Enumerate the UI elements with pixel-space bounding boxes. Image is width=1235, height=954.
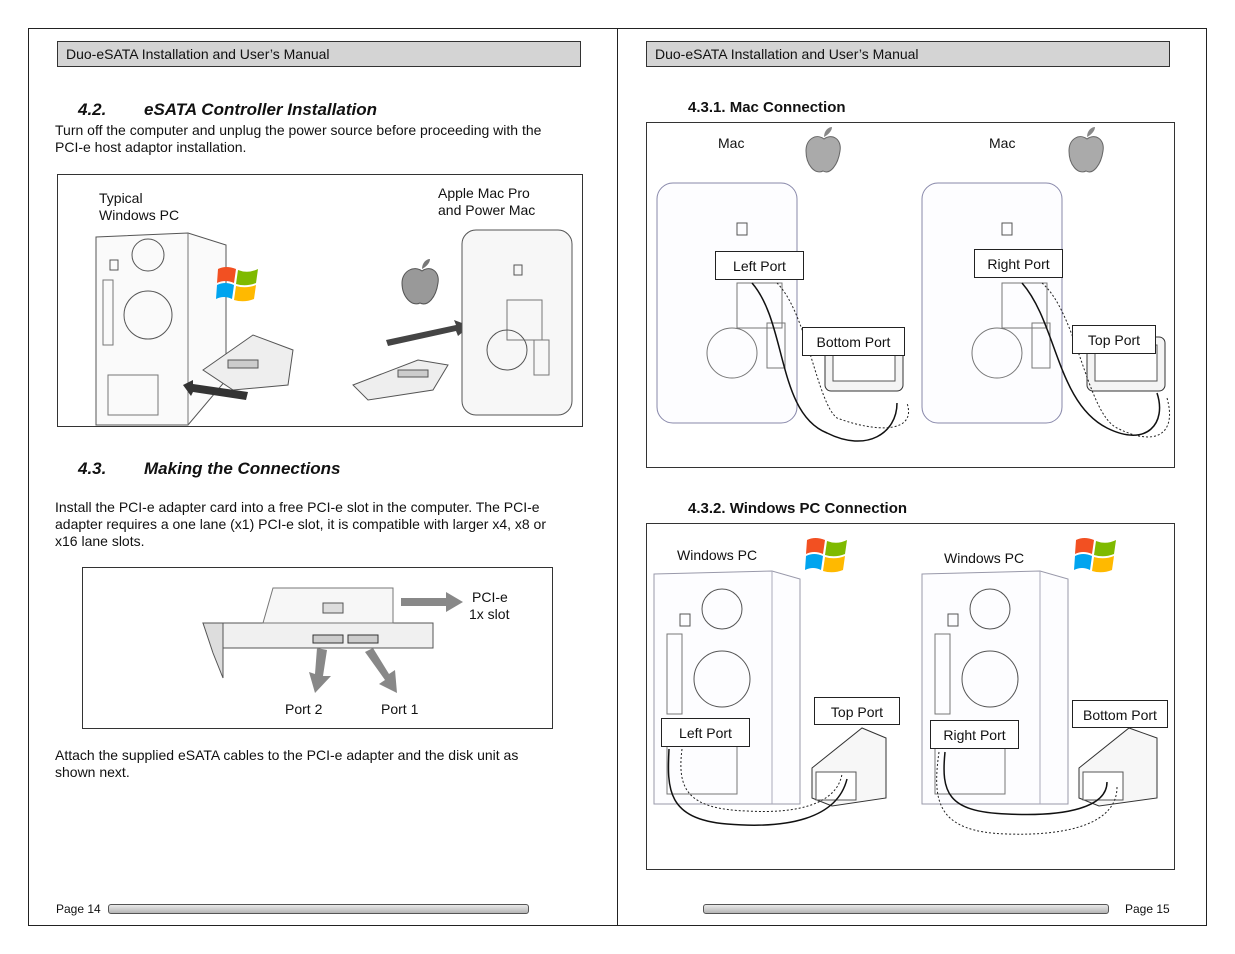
right-page-number: Page 15 (1125, 902, 1170, 916)
windows-pc-label-1: Windows PC (677, 547, 758, 563)
section-4-3-title: Making the Connections (144, 459, 341, 478)
arrow-icon (365, 648, 397, 693)
attach-text-line1: Attach the supplied eSATA cables to the … (55, 747, 519, 763)
bottom-port-label: Bottom Port (1072, 700, 1168, 728)
pcie-card-ports-illustration (202, 587, 434, 679)
pcie-slot-label-line2: 1x slot (469, 606, 510, 622)
apple-logo-icon (805, 127, 841, 173)
mac-connection-title: 4.3.1. Mac Connection (688, 99, 846, 116)
right-port-label: Right Port (930, 720, 1019, 749)
arrow-icon (183, 380, 248, 400)
arrow-icon (386, 320, 470, 346)
windows-pc-label-line1: Typical (99, 190, 143, 206)
left-port-label: Left Port (715, 251, 804, 280)
esata-cables-mac-1 (751, 282, 910, 442)
esata-disk-unit-3 (811, 727, 887, 807)
apple-logo-icon (1068, 127, 1104, 173)
left-footer-bar (108, 904, 529, 914)
section-4-3-text-line1: Install the PCI-e adapter card into a fr… (55, 499, 540, 515)
controller-install-figure: Typical Windows PC Apple Mac Pro and Pow… (57, 174, 583, 427)
left-page-header: Duo-eSATA Installation and User’s Manual (57, 41, 581, 67)
pcie-card-illustration (202, 334, 294, 391)
page-divider (617, 28, 618, 926)
bottom-port-label: Bottom Port (802, 327, 905, 356)
pcie-card-mac-illustration (352, 359, 449, 401)
mac-pro-tower-illustration (461, 229, 573, 416)
section-4-2-text-line2: PCI-e host adaptor installation. (55, 139, 247, 155)
windows-connection-title: 4.3.2. Windows PC Connection (688, 500, 908, 517)
windows-pc-tower-illustration (95, 232, 227, 426)
top-port-label: Top Port (814, 697, 900, 725)
right-port-label: Right Port (974, 249, 1063, 278)
top-port-label: Top Port (1072, 325, 1156, 354)
right-footer-bar (703, 904, 1109, 914)
mac-tower-illustration-2 (921, 182, 1063, 424)
section-4-2-number: 4.2. (78, 100, 107, 119)
section-4-3-text-line2: adapter requires a one lane (x1) PCI-e s… (55, 516, 547, 532)
port-1-label: Port 1 (381, 701, 419, 717)
left-page-number: Page 14 (56, 902, 101, 916)
esata-cables-windows-1 (667, 748, 848, 826)
pcie-card-figure: PCI-e 1x slot Port 2 Port 1 (82, 567, 553, 729)
attach-text-line2: shown next. (55, 764, 130, 780)
port-2-label: Port 2 (285, 701, 323, 717)
left-port-label: Left Port (661, 718, 750, 747)
mac-tower-illustration-1 (656, 182, 798, 424)
mac-label-1: Mac (718, 135, 745, 151)
section-4-3-text-line3: x16 lane slots. (55, 533, 145, 549)
windows-logo-icon (1074, 538, 1116, 573)
mac-label-2: Mac (989, 135, 1016, 151)
arrow-icon (309, 648, 331, 693)
mac-pro-label-line2: and Power Mac (438, 202, 536, 218)
mac-connection-figure: Mac Mac Left Port Bottom Port (646, 122, 1175, 468)
apple-logo-icon (401, 259, 439, 305)
windows-pc-label-2: Windows PC (944, 550, 1025, 566)
pcie-slot-label-line1: PCI-e (472, 589, 508, 605)
section-4-2-text-line1: Turn off the computer and unplug the pow… (55, 122, 542, 138)
windows-pc-label-line2: Windows PC (99, 207, 180, 223)
arrow-icon (401, 592, 463, 612)
esata-cables-windows-2 (936, 751, 1118, 835)
windows-connection-figure: Windows PC Windows PC Top Port Left Port (646, 523, 1175, 870)
esata-cables-mac-2 (1021, 282, 1171, 438)
windows-logo-icon (805, 538, 847, 573)
right-page-header: Duo-eSATA Installation and User’s Manual (646, 41, 1170, 67)
section-4-2-title: eSATA Controller Installation (144, 100, 377, 119)
section-4-3-number: 4.3. (78, 459, 107, 478)
mac-pro-label-line1: Apple Mac Pro (438, 185, 530, 201)
windows-logo-icon (216, 267, 258, 302)
